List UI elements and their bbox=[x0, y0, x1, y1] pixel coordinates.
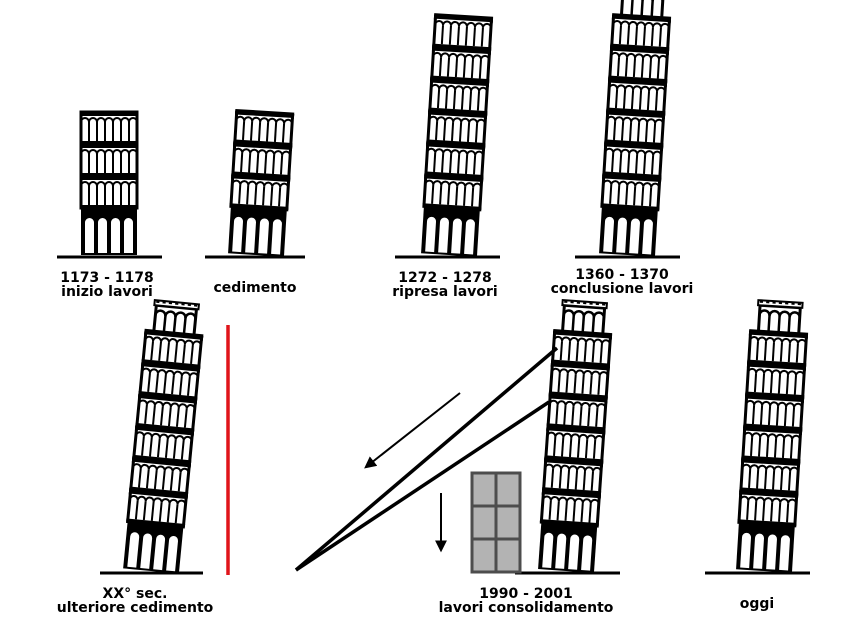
tower-s5 bbox=[123, 299, 204, 574]
caption-s2: cedimento bbox=[160, 281, 350, 295]
caption-s3: 1272 - 1278 ripresa lavori bbox=[350, 271, 540, 299]
caption-s7-line1: oggi bbox=[739, 596, 775, 612]
tower-s1 bbox=[79, 110, 139, 255]
pull-arrow bbox=[364, 392, 461, 469]
caption-s5: XX° sec. ulteriore cedimento bbox=[40, 587, 230, 615]
tower-s2 bbox=[228, 108, 295, 257]
anchor-cable-upper bbox=[294, 346, 559, 572]
counterweight-block bbox=[494, 537, 522, 574]
caption-s1: 1173 - 1178 inizio lavori bbox=[12, 271, 202, 299]
caption-s4-line1: 1360 - 1370 bbox=[575, 267, 669, 283]
caption-s7: oggi bbox=[662, 597, 852, 611]
counterweight-blocks bbox=[470, 471, 522, 574]
anchor-cable-lower bbox=[295, 400, 550, 572]
tower-s3 bbox=[421, 13, 494, 257]
tower-s4 bbox=[599, 0, 672, 257]
tower-s6 bbox=[538, 299, 613, 573]
caption-s5-line1: XX° sec. bbox=[102, 586, 168, 602]
counterweight-block bbox=[470, 537, 498, 574]
caption-s4: 1360 - 1370 conclusione lavori bbox=[527, 268, 717, 296]
counterweight-block bbox=[494, 471, 522, 508]
caption-s3-line2: ripresa lavori bbox=[392, 284, 498, 300]
caption-s6: 1990 - 2001 lavori consolidamento bbox=[431, 587, 621, 615]
anchor-cables bbox=[294, 346, 559, 572]
caption-s1-line2: inizio lavori bbox=[61, 284, 153, 300]
caption-s1-line1: 1173 - 1178 bbox=[60, 270, 154, 286]
towers bbox=[79, 0, 809, 574]
caption-s6-line2: lavori consolidamento bbox=[438, 600, 614, 616]
counterweight-block bbox=[470, 504, 498, 541]
caption-s4-line2: conclusione lavori bbox=[550, 281, 694, 297]
ground-lines bbox=[57, 255, 810, 575]
counterweight-block bbox=[494, 504, 522, 541]
caption-s5-line2: ulteriore cedimento bbox=[56, 600, 214, 616]
counterweight-block bbox=[470, 471, 498, 508]
tower-s7 bbox=[736, 299, 809, 573]
caption-s6-line1: 1990 - 2001 bbox=[479, 586, 573, 602]
caption-s2-line1: cedimento bbox=[213, 280, 297, 296]
caption-s3-line1: 1272 - 1278 bbox=[398, 270, 492, 286]
